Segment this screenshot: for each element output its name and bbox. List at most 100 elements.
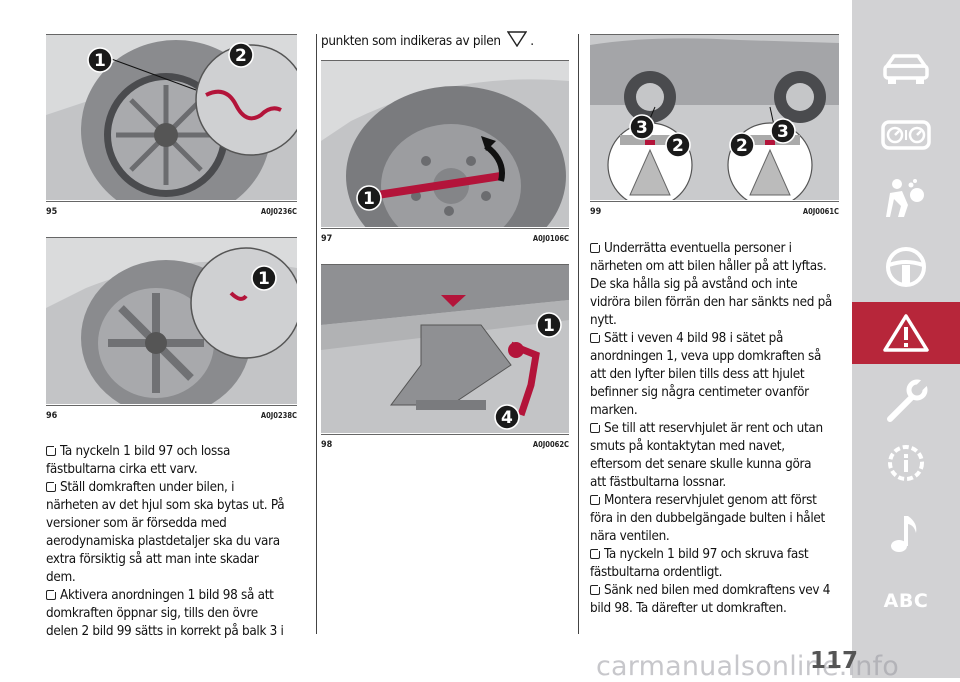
figure-code: A0J0106C xyxy=(532,234,569,243)
figure-number: 95 xyxy=(46,207,58,217)
bullet-icon xyxy=(590,330,603,343)
bullet-icon xyxy=(590,240,603,253)
figure-bottom-rule xyxy=(321,434,569,435)
paragraph-line: Ta nyckeln 1 bild 97 och lossa xyxy=(60,444,231,459)
callout-1: 1 xyxy=(94,51,106,71)
paragraph-line: punkten som indikeras av pilen xyxy=(321,34,501,49)
paragraph-line: fästbultarna ordentligt. xyxy=(590,565,723,580)
music-icon xyxy=(891,516,917,552)
paragraph-line: befinner sig några centimeter ovanför xyxy=(590,385,809,400)
figure-bottom-rule xyxy=(321,228,569,229)
figure-98-image: 1 4 xyxy=(321,265,569,433)
paragraph-line: anordningen 1, veva upp domkraften så xyxy=(590,349,822,364)
figure-code: A0J0062C xyxy=(532,440,569,449)
paragraph-line: . xyxy=(530,34,534,49)
paragraph-line: fästbultarna cirka ett varv. xyxy=(46,462,198,477)
paragraph-line: domkraften öppnar sig, tills den övre xyxy=(46,606,258,621)
figure-number: 99 xyxy=(590,207,602,217)
callout-2: 2 xyxy=(736,136,748,156)
bullet-icon xyxy=(46,587,59,600)
callout-1: 1 xyxy=(258,269,270,289)
callout-3: 3 xyxy=(636,118,648,138)
paragraph-line: föra in den dubbelgängade bulten i hålet xyxy=(590,511,825,526)
paragraph-line: Aktivera anordningen 1 bild 98 så att xyxy=(60,588,274,603)
paragraph-line: eftersom det senare skulle kunna göra xyxy=(590,457,812,472)
figure-top-rule xyxy=(46,34,297,35)
figure-top-rule xyxy=(321,264,569,265)
figure-number: 97 xyxy=(321,234,333,244)
paragraph-line: bild 98. Ta därefter ut domkraften. xyxy=(590,601,787,616)
paragraph-line: Sätt i veven 4 bild 98 i sätet på xyxy=(604,331,784,346)
paragraph-line: Underrätta eventuella personer i xyxy=(604,241,792,256)
figure-code: A0J0061C xyxy=(802,207,839,216)
paragraph-line: smuts på kontaktytan med navet, xyxy=(590,439,785,454)
info-icon xyxy=(888,445,924,481)
paragraph-line: versioner som är försedda med xyxy=(46,516,227,531)
paragraph-line: nära ventilen. xyxy=(590,529,670,544)
sidebar-item-info[interactable] xyxy=(852,432,960,494)
sidebar-item-warning[interactable] xyxy=(852,302,960,364)
figure-top-rule xyxy=(46,237,297,238)
figure-number: 98 xyxy=(321,440,333,450)
bullet-icon xyxy=(46,443,59,456)
bullet-icon xyxy=(590,546,603,559)
paragraph-line: dem. xyxy=(46,570,76,585)
paragraph-line: vidröra bilen förrän den har sänkts ned … xyxy=(590,295,833,310)
chapter-sidebar: ABC xyxy=(852,0,960,678)
figure-96-image: 1 xyxy=(46,238,297,404)
paragraph-line: Sänk ned bilen med domkraftens vev 4 xyxy=(604,583,831,598)
figure-code: A0J0238C xyxy=(260,411,297,420)
watermark: carmanualsonline.info xyxy=(596,651,899,682)
figure-number: 96 xyxy=(46,411,58,421)
column-divider xyxy=(578,34,579,634)
sidebar-item-maintenance[interactable] xyxy=(852,370,960,432)
paragraph-line: att den lyfter bilen tills dess att hjul… xyxy=(590,367,805,382)
sidebar-item-safety[interactable] xyxy=(852,168,960,230)
dashboard-icon xyxy=(881,120,931,150)
paragraph-line: Ställ domkraften under bilen, i xyxy=(60,480,235,495)
arrow-down-icon xyxy=(507,31,528,48)
paragraph-line: marken. xyxy=(590,403,638,418)
warning-icon xyxy=(883,314,929,352)
bullet-icon xyxy=(590,582,603,595)
figure-top-rule xyxy=(590,34,839,35)
sidebar-item-dashboard[interactable] xyxy=(852,104,960,166)
paragraph-line: att fästbultarna lossnar. xyxy=(590,475,726,490)
figure-bottom-rule xyxy=(46,201,297,202)
figure-top-rule xyxy=(321,60,569,61)
abc-label: ABC xyxy=(883,590,929,612)
paragraph-line: aerodynamiska plastdetaljer ska du vara xyxy=(46,534,280,549)
sidebar-item-multimedia[interactable] xyxy=(852,502,960,564)
figure-99-image: 3 2 2 3 xyxy=(590,35,839,200)
figure-code: A0J0236C xyxy=(260,207,297,216)
column-divider xyxy=(316,34,317,634)
callout-2: 2 xyxy=(672,136,684,156)
sidebar-item-car[interactable] xyxy=(852,38,960,100)
steering-wheel-icon xyxy=(886,247,926,287)
wrench-icon xyxy=(887,379,928,422)
paragraph-line: Ta nyckeln 1 bild 97 och skruva fast xyxy=(604,547,809,562)
paragraph-line: Montera reservhjulet genom att först xyxy=(604,493,817,508)
figure-95-image: 1 2 xyxy=(46,35,297,200)
callout-4: 4 xyxy=(501,408,513,428)
page-number: 117 xyxy=(810,648,859,674)
paragraph-line: närheten om att bilen håller på att lyft… xyxy=(590,259,827,274)
figure-bottom-rule xyxy=(46,405,297,406)
figure-bottom-rule xyxy=(590,201,839,202)
paragraph-line: delen 2 bild 99 sätts in korrekt på balk… xyxy=(46,624,284,639)
callout-3: 3 xyxy=(777,122,789,142)
bullet-icon xyxy=(590,492,603,505)
figure-97-image: 1 xyxy=(321,61,569,227)
paragraph-line: närheten av det hjul som ska bytas ut. P… xyxy=(46,498,285,513)
column-1-text: Ta nyckeln 1 bild 97 och lossa fästbulta… xyxy=(46,443,285,641)
paragraph-line: Se till att reservhjulet är rent och uta… xyxy=(604,421,823,436)
column-2-text: punkten som indikeras av pilen . xyxy=(321,31,534,51)
sidebar-item-steering[interactable] xyxy=(852,236,960,298)
bullet-icon xyxy=(590,420,603,433)
car-icon xyxy=(883,54,929,84)
callout-1: 1 xyxy=(543,316,555,336)
column-3-text: Underrätta eventuella personer i närhete… xyxy=(590,240,832,618)
sidebar-item-index[interactable]: ABC xyxy=(852,570,960,632)
paragraph-line: extra försiktig så att man inte skadar xyxy=(46,552,259,567)
callout-2: 2 xyxy=(235,46,247,66)
